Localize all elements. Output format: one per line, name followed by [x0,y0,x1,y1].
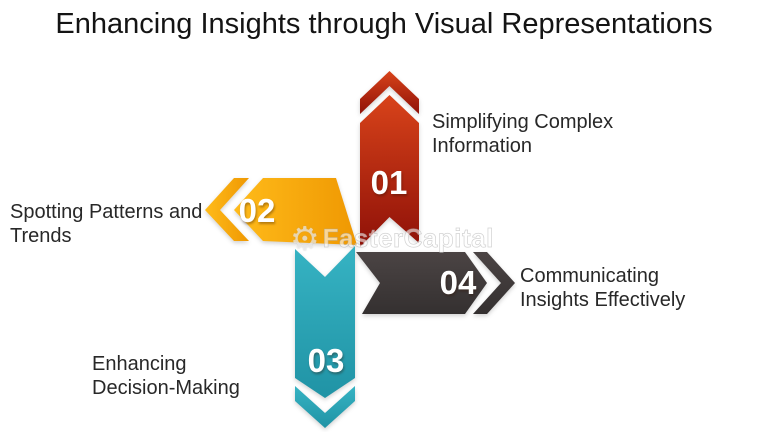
step-label-03: Enhancing Decision-Making [92,353,240,399]
step-number-04: 04 [439,264,477,301]
step-number-02: 02 [238,192,276,229]
arrow-03-body [295,246,355,398]
arrow-02-left [205,178,357,245]
arrow-04-head-chevron-icon [473,252,515,314]
arrow-02-body [234,178,357,245]
step-label-01: Simplifying Complex Information [432,111,614,157]
arrow-03-head-chevron-icon [295,386,355,428]
step-label-04: Communicating Insights Effectively [520,265,686,311]
arrow-01-body [360,95,419,247]
arrow-01-up [360,71,419,247]
arrow-04-right [356,252,515,314]
step-label-02: Spotting Patterns and Trends [10,201,203,247]
arrow-01-head-chevron-icon [360,71,419,114]
arrow-02-head-chevron-icon [205,178,249,241]
arrow-03-down [295,246,355,428]
step-number-01: 01 [370,164,408,201]
step-number-03: 03 [307,342,345,379]
page-title: Enhancing Insights through Visual Repres… [55,8,713,40]
arrow-04-body [356,252,487,314]
